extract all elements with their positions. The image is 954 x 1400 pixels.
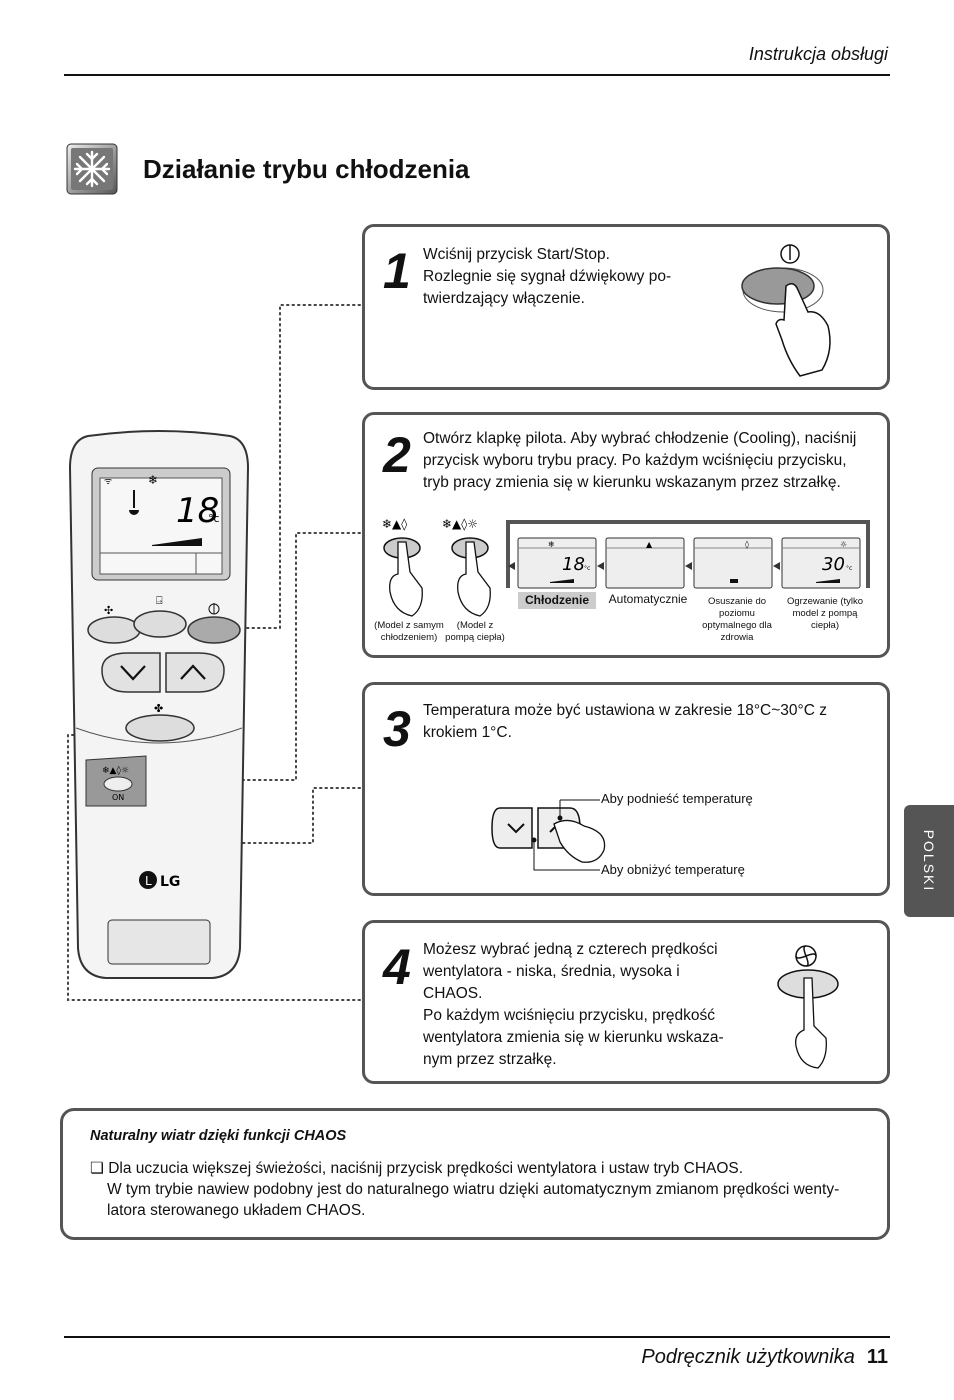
- remote-brand: LG: [160, 874, 180, 890]
- svg-text:◊: ◊: [745, 540, 749, 549]
- footer-rule: [64, 1336, 890, 1338]
- fan-icon: [795, 945, 817, 967]
- svg-text:▲: ▲: [646, 540, 653, 549]
- header-title: Instrukcja obsługi: [748, 44, 888, 64]
- step-2-number: 2: [383, 427, 411, 483]
- mode-button-illustrations: ❄▲◊ ❄▲◊☼: [374, 512, 510, 622]
- svg-text:ON: ON: [112, 793, 124, 802]
- remote-display-temp: 18: [176, 491, 219, 531]
- cooling-display-temp: 18: [562, 554, 585, 575]
- step-3-text: Temperatura może być ustawiona w zakresi…: [423, 702, 827, 741]
- fan-speed-button-illustration: [777, 945, 839, 1069]
- step-2-box: [362, 412, 890, 658]
- svg-text:❄▲◊☼: ❄▲◊☼: [442, 517, 478, 531]
- header-rule: [64, 74, 890, 76]
- step-1-number: 1: [383, 243, 411, 299]
- svg-text:°c: °c: [584, 565, 590, 572]
- step-3-box: [362, 682, 890, 896]
- step-1-text: Wciśnij przycisk Start/Stop.Rozlegnie si…: [423, 246, 672, 307]
- svg-text:ᯤ: ᯤ: [104, 477, 112, 487]
- step-4-text: Możesz wybrać jedną z czterech prędkości…: [423, 941, 724, 1068]
- svg-text:❄: ❄: [148, 473, 158, 487]
- raise-temperature-label: Aby podnieść temperaturę: [601, 791, 753, 806]
- step-3-number: 3: [383, 701, 411, 757]
- checkbox-bullet-icon: ❏: [90, 1160, 104, 1177]
- footer-title: Podręcznik użytkownika: [641, 1346, 855, 1368]
- mode-label-auto: Automatycznie: [608, 592, 688, 606]
- svg-text:°c: °c: [208, 512, 220, 525]
- mode-label-cooling: Chłodzenie: [518, 592, 596, 609]
- svg-text:❄▲◊: ❄▲◊: [382, 517, 407, 531]
- svg-text:✤: ✤: [154, 702, 163, 715]
- footer: Podręcznik użytkownika 11: [641, 1346, 888, 1369]
- section-title: Działanie trybu chłodzenia: [143, 154, 470, 184]
- svg-text:❄: ❄: [548, 540, 555, 549]
- chaos-note-body: ❏ Dla uczucia większej świeżości, naciśn…: [90, 1160, 840, 1219]
- svg-text:°c: °c: [846, 565, 852, 572]
- svg-text:❄▲◊☼: ❄▲◊☼: [102, 765, 129, 776]
- step-4-number: 4: [383, 939, 411, 995]
- svg-text:L: L: [145, 874, 152, 888]
- chaos-note-box: [60, 1108, 890, 1240]
- lower-temperature-label: Aby obniżyć temperaturę: [601, 862, 745, 877]
- remote-control: ❄ ᯤ 18 °c ✣ ⍈ ✤ ❄▲◊☼ ON L LG: [66, 428, 252, 988]
- svg-text:⍈: ⍈: [156, 594, 163, 607]
- snowflake-icon: [66, 143, 118, 195]
- step-2-text: Otwórz klapkę pilota. Aby wybrać chłodze…: [423, 430, 857, 491]
- temperature-buttons-illustration: [491, 799, 606, 871]
- svg-text:✣: ✣: [104, 604, 113, 617]
- start-stop-hand-illustration: [738, 240, 838, 380]
- mode-cycle-strip: ❄ ▲ ◊ ☼ 18 °c 30 °c: [506, 520, 870, 589]
- heating-display-temp: 30: [822, 554, 845, 575]
- chaos-note-title: Naturalny wiatr dzięki funkcji CHAOS: [90, 1128, 347, 1144]
- page-number: 11: [866, 1346, 888, 1368]
- svg-text:☼: ☼: [840, 540, 847, 549]
- language-tab: POLSKI: [904, 805, 954, 917]
